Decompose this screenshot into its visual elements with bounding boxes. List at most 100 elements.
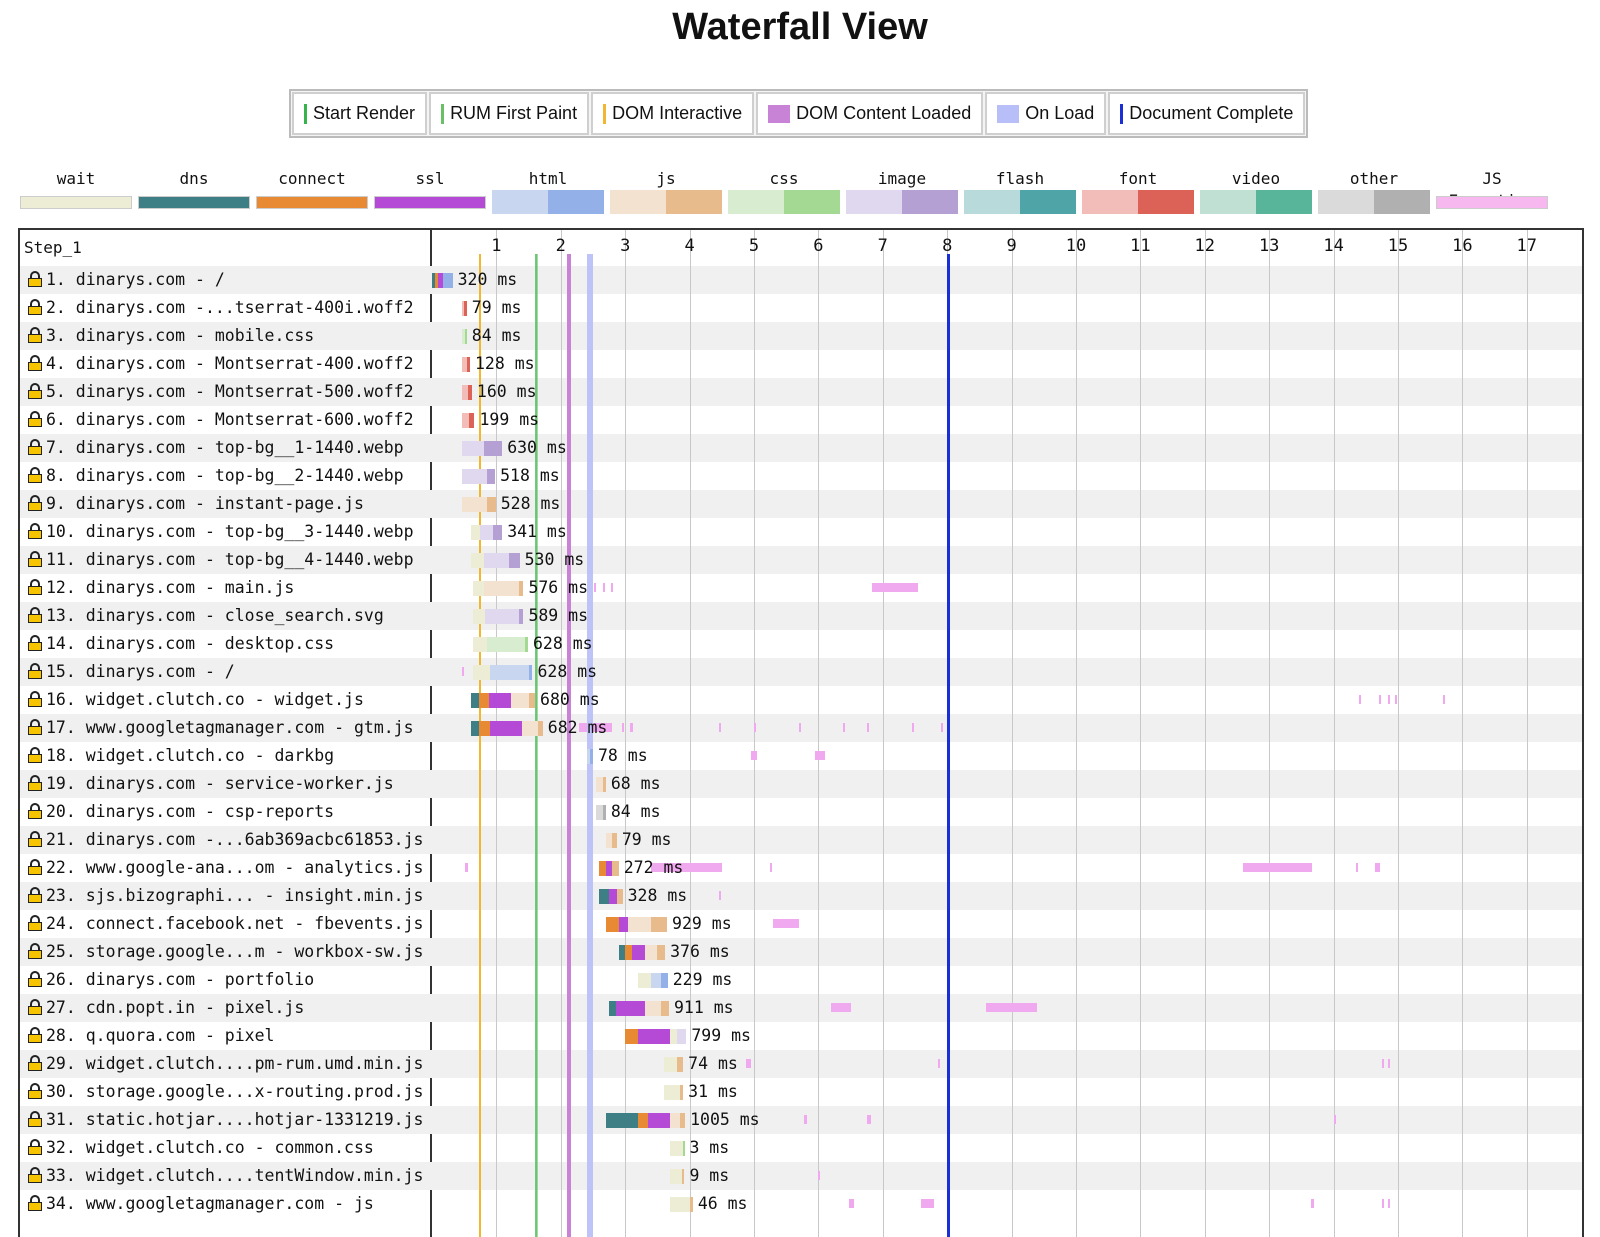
js-execution-mark xyxy=(1394,695,1397,704)
request-row[interactable]: 9. dinarys.com - instant-page.js xyxy=(20,490,1582,518)
request-row[interactable]: 28. q.quora.com - pixel xyxy=(20,1022,1582,1050)
request-duration: 328 ms xyxy=(627,886,688,905)
request-row[interactable]: 10. dinarys.com - top-bg__3-1440.webp xyxy=(20,518,1582,546)
tick-gridline xyxy=(560,230,562,1237)
tick-label: 7 xyxy=(877,236,888,256)
tick-gridline xyxy=(1204,230,1206,1237)
request-name: 32. widget.clutch.co - common.css xyxy=(28,1134,428,1162)
request-bar-segment xyxy=(473,609,485,624)
js-execution-mark xyxy=(770,863,773,872)
js-execution-mark xyxy=(1378,695,1381,704)
request-bar-segment xyxy=(689,1197,693,1212)
request-row[interactable]: 31. static.hotjar....hotjar-1331219.js xyxy=(20,1106,1582,1134)
request-row[interactable]: 29. widget.clutch....pm-rum.umd.min.js xyxy=(20,1050,1582,1078)
request-row[interactable]: 34. www.googletagmanager.com - js xyxy=(20,1190,1582,1218)
request-duration: 576 ms xyxy=(528,578,589,597)
request-row[interactable]: 18. widget.clutch.co - darkbg xyxy=(20,742,1582,770)
request-bar-segment xyxy=(683,1141,686,1156)
type-legend-swatch xyxy=(964,190,1076,214)
js-execution-mark xyxy=(462,667,465,676)
tick-label: 2 xyxy=(555,236,566,256)
request-bar-segment xyxy=(650,917,668,932)
request-row[interactable]: 24. connect.facebook.net - fbevents.js xyxy=(20,910,1582,938)
start-render-line xyxy=(535,254,538,1237)
request-row[interactable]: 25. storage.google...m - workbox-sw.js xyxy=(20,938,1582,966)
request-row[interactable]: 33. widget.clutch....tentWindow.min.js xyxy=(20,1162,1582,1190)
request-row[interactable]: 30. storage.google...x-routing.prod.js xyxy=(20,1078,1582,1106)
request-bar-segment xyxy=(479,693,489,708)
request-row[interactable]: 32. widget.clutch.co - common.css xyxy=(20,1134,1582,1162)
request-bar-segment xyxy=(589,749,593,764)
lock-icon xyxy=(28,887,42,903)
lock-icon xyxy=(28,1111,42,1127)
request-row[interactable]: 23. sjs.bizographi... - insight.min.js xyxy=(20,882,1582,910)
request-name: 8. dinarys.com - top-bg__2-1440.webp xyxy=(28,462,428,490)
lock-icon xyxy=(28,1027,42,1043)
milestone-swatch xyxy=(997,104,1020,123)
request-bar-segment xyxy=(528,665,533,680)
request-row[interactable]: 27. cdn.popt.in - pixel.js xyxy=(20,994,1582,1022)
js-execution-mark xyxy=(866,723,869,732)
request-row[interactable]: 15. dinarys.com - / xyxy=(20,658,1582,686)
tick-label: 5 xyxy=(748,236,760,256)
js-execution-mark xyxy=(985,1003,1038,1012)
lock-icon xyxy=(28,607,42,623)
milestone-legend-item: RUM First Paint xyxy=(429,92,590,135)
request-row[interactable]: 6. dinarys.com - Montserrat-600.woff2 xyxy=(20,406,1582,434)
type-legend-item: dns xyxy=(138,168,250,209)
js-execution-mark xyxy=(650,863,722,872)
type-legend-item: font xyxy=(1082,168,1194,214)
js-execution-mark xyxy=(594,583,597,592)
request-row[interactable]: 22. www.google-ana...om - analytics.js xyxy=(20,854,1582,882)
type-legend-label: video xyxy=(1231,169,1281,188)
request-bar-segment xyxy=(473,665,490,680)
request-bar-segment xyxy=(612,861,619,876)
request-row[interactable]: 20. dinarys.com - csp-reports xyxy=(20,798,1582,826)
request-name: 29. widget.clutch....pm-rum.umd.min.js xyxy=(28,1050,428,1078)
request-bar-segment xyxy=(518,581,524,596)
request-row[interactable]: 19. dinarys.com - service-worker.js xyxy=(20,770,1582,798)
js-execution-mark xyxy=(718,723,721,732)
request-row[interactable]: 21. dinarys.com -...6ab369acbc61853.js xyxy=(20,826,1582,854)
js-execution-mark xyxy=(1388,1059,1391,1068)
request-row[interactable]: 13. dinarys.com - close_search.svg xyxy=(20,602,1582,630)
type-legend-swatch xyxy=(374,196,486,209)
request-row[interactable]: 2. dinarys.com -...tserrat-400i.woff2 xyxy=(20,294,1582,322)
request-bar-segment xyxy=(487,497,496,512)
request-row[interactable]: 26. dinarys.com - portfolio xyxy=(20,966,1582,994)
request-row[interactable]: 1. dinarys.com - / xyxy=(20,266,1582,294)
request-duration: 128 ms xyxy=(474,354,535,373)
request-bar-segment xyxy=(586,749,590,764)
tick-label: 4 xyxy=(684,236,695,256)
request-bar-segment xyxy=(625,945,632,960)
request-row[interactable]: 4. dinarys.com - Montserrat-400.woff2 xyxy=(20,350,1582,378)
request-row[interactable]: 7. dinarys.com - top-bg__1-1440.webp xyxy=(20,434,1582,462)
request-bar-segment xyxy=(605,861,613,876)
request-row[interactable]: 8. dinarys.com - top-bg__2-1440.webp xyxy=(20,462,1582,490)
request-row[interactable]: 14. dinarys.com - desktop.css xyxy=(20,630,1582,658)
request-name: 25. storage.google...m - workbox-sw.js xyxy=(28,938,428,966)
request-name-text: 16. widget.clutch.co - widget.js xyxy=(46,690,364,709)
milestone-legend-item: DOM Content Loaded xyxy=(756,92,984,135)
request-row[interactable]: 5. dinarys.com - Montserrat-500.woff2 xyxy=(20,378,1582,406)
request-row[interactable]: 3. dinarys.com - mobile.css xyxy=(20,322,1582,350)
request-row[interactable]: 16. widget.clutch.co - widget.js xyxy=(20,686,1582,714)
request-bar-segment xyxy=(483,441,503,456)
request-name: 24. connect.facebook.net - fbevents.js xyxy=(28,910,428,938)
lock-icon xyxy=(28,775,42,791)
request-row[interactable]: 11. dinarys.com - top-bg__4-1440.webp xyxy=(20,546,1582,574)
type-legend-item: other xyxy=(1318,168,1430,214)
lock-icon xyxy=(28,383,42,399)
lock-icon xyxy=(28,551,42,567)
request-bar-segment xyxy=(461,357,467,372)
tick-gridline xyxy=(818,230,820,1237)
request-row[interactable]: 12. dinarys.com - main.js xyxy=(20,574,1582,602)
request-name: 18. widget.clutch.co - darkbg xyxy=(28,742,428,770)
request-bar-segment xyxy=(670,1169,682,1184)
request-duration: 320 ms xyxy=(457,270,518,289)
request-bar-segment xyxy=(657,945,666,960)
tick-label: 15 xyxy=(1387,236,1409,256)
request-bar-segment xyxy=(599,861,606,876)
tick-gridline xyxy=(1011,230,1013,1237)
tick-label: 6 xyxy=(813,236,824,256)
